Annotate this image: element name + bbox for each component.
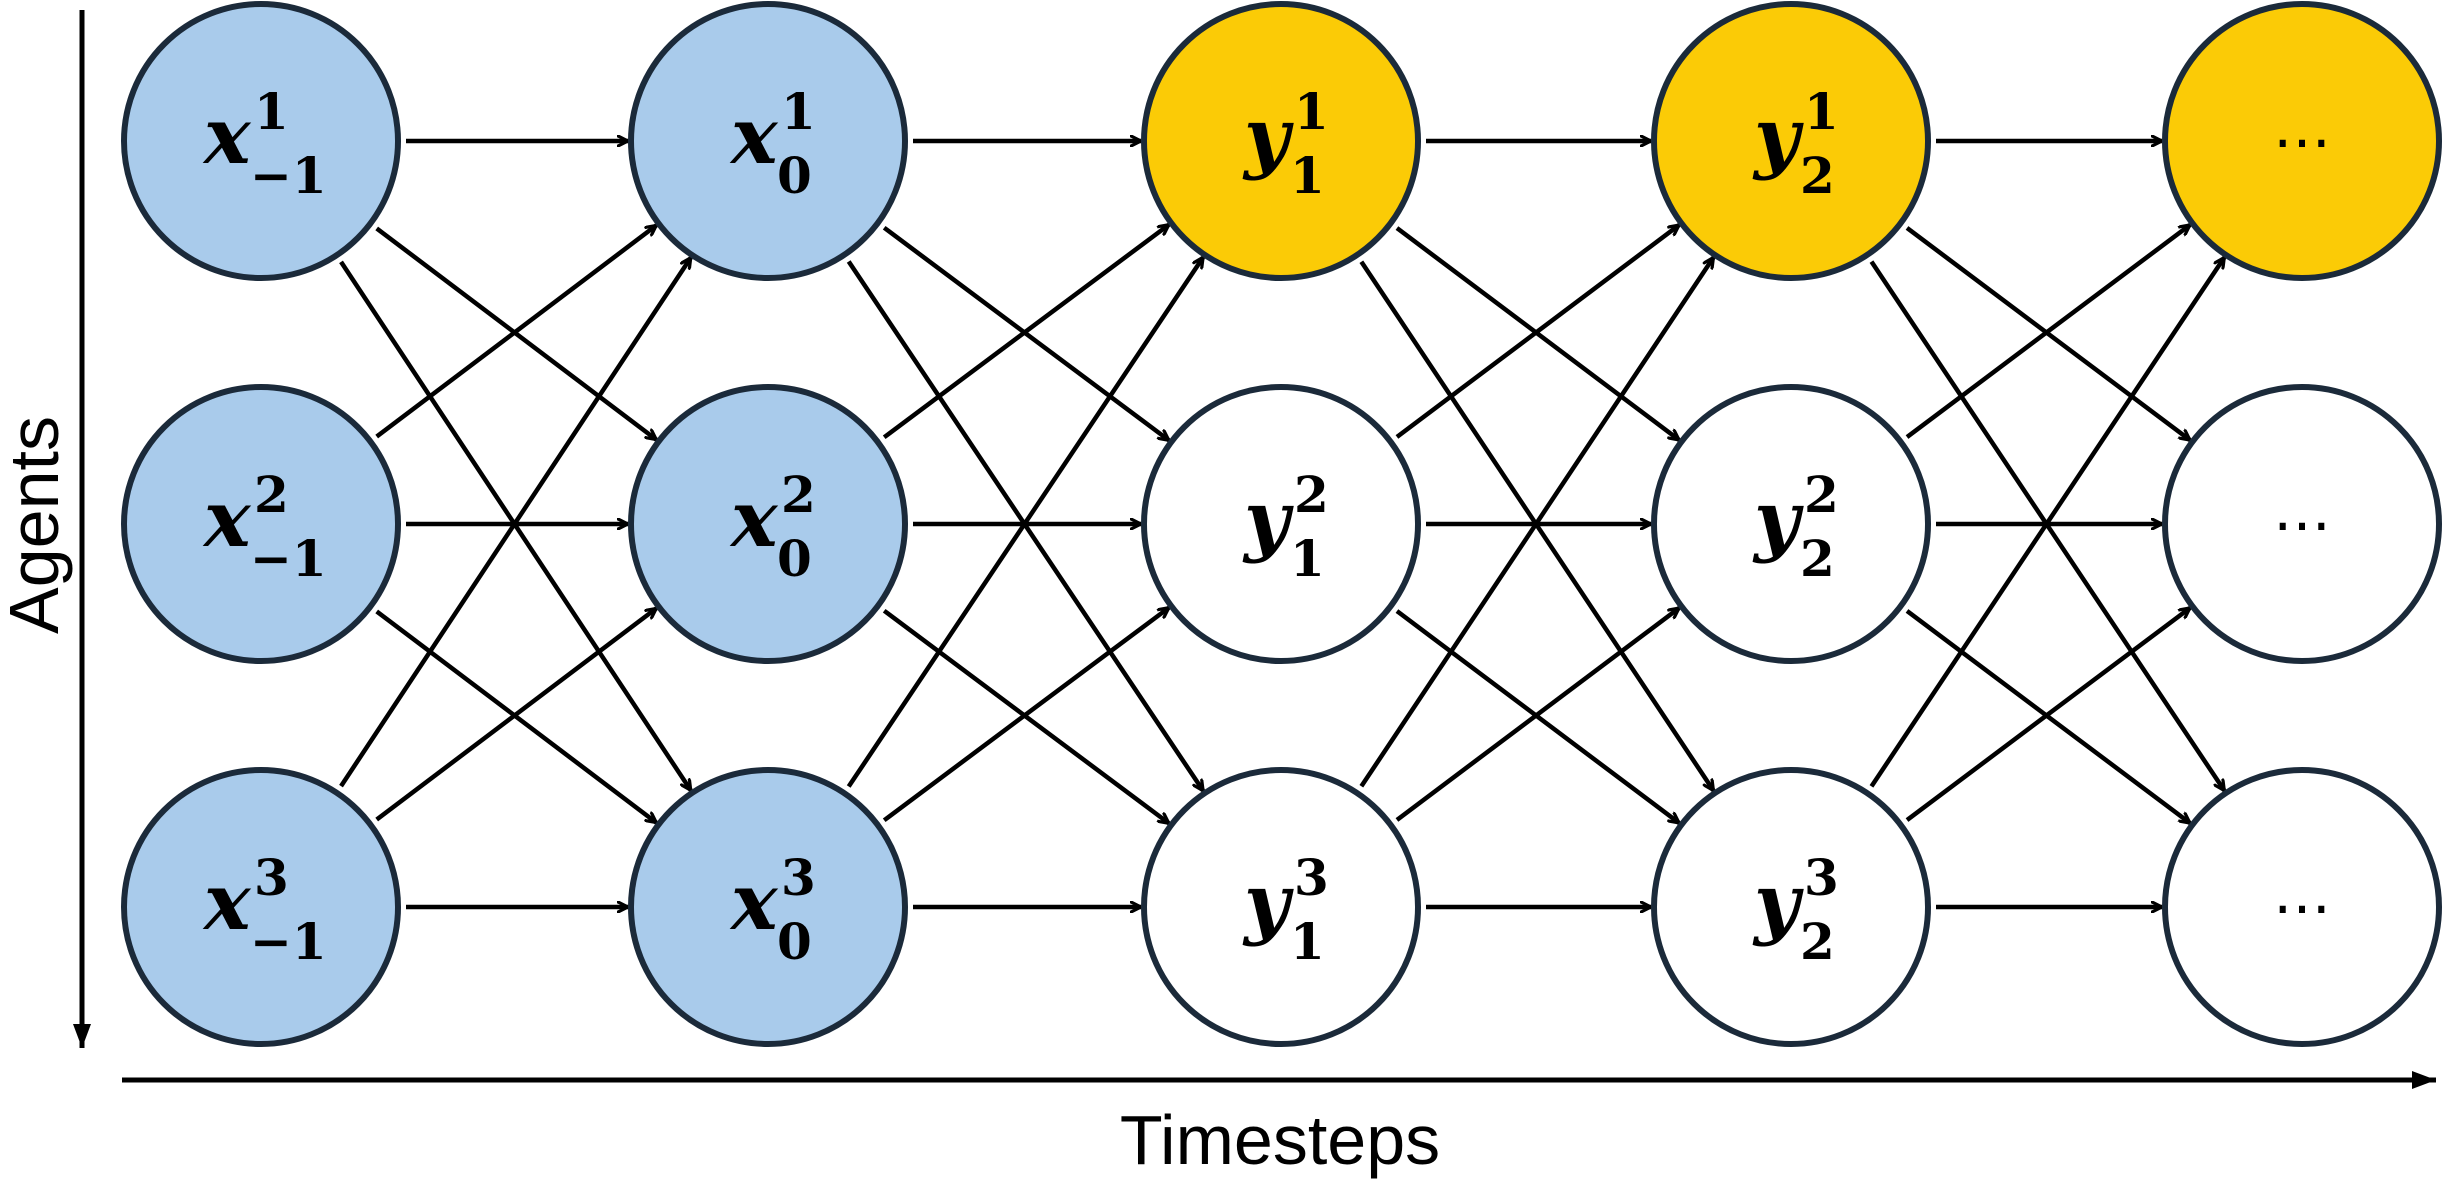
node-variable-letter: x — [729, 474, 779, 565]
node-circle — [1651, 1, 1931, 281]
node-circle — [121, 767, 401, 1047]
node-variable-letter: y — [1752, 857, 1804, 948]
edge-arrow — [882, 225, 1169, 443]
node-circle — [1651, 384, 1931, 664]
edge-arrow — [375, 226, 657, 442]
node-timestep-subscript: 2 — [1800, 146, 1835, 205]
node-variable-letter: y — [1752, 474, 1804, 565]
node-circle — [2162, 1, 2442, 281]
edge-arrow — [1905, 606, 2190, 822]
node-variable-letter: x — [202, 857, 252, 948]
node-timestep-subscript: 0 — [777, 912, 812, 971]
node-circle — [1141, 1, 1421, 281]
node-agent-superscript: 1 — [1804, 82, 1839, 141]
ellipsis-label: … — [2273, 476, 2331, 544]
edge-arrow — [1869, 257, 2227, 788]
node-circle — [1141, 384, 1421, 664]
node-timestep-subscript: −1 — [250, 912, 327, 971]
edge-arrow — [375, 223, 657, 439]
node-circle — [1141, 767, 1421, 1047]
node-agent-superscript: 3 — [254, 848, 289, 907]
edge-arrow — [1905, 223, 2190, 439]
edge-arrow — [1395, 609, 1679, 825]
node-circle — [121, 1, 401, 281]
node-timestep-subscript: 0 — [777, 529, 812, 588]
node-agent-superscript: 1 — [1294, 82, 1329, 141]
node-variable-letter: y — [1242, 857, 1294, 948]
node-timestep-subscript: −1 — [250, 146, 327, 205]
node-agent-superscript: 1 — [781, 82, 816, 141]
node-timestep-subscript: 1 — [1290, 529, 1325, 588]
ellipsis-label: … — [2273, 859, 2331, 927]
node-circle — [2162, 767, 2442, 1047]
edge-arrow — [375, 609, 657, 825]
node-circle — [628, 767, 908, 1047]
edge-arrow — [882, 222, 1169, 440]
node-timestep-subscript: 1 — [1290, 912, 1325, 971]
node-timestep-subscript: 1 — [1290, 146, 1325, 205]
node-timestep-subscript: 0 — [777, 146, 812, 205]
edge-arrow — [1395, 606, 1679, 822]
node-agent-superscript: 3 — [1294, 848, 1329, 907]
node-ellipsis: … — [2162, 1, 2442, 281]
node-variable-letter: y — [1242, 474, 1294, 565]
node-variable-letter: x — [729, 857, 779, 948]
node-ellipsis: … — [2162, 767, 2442, 1047]
node-agent-superscript: 2 — [254, 465, 289, 524]
edge-arrow — [1395, 223, 1679, 439]
edge-arrow — [339, 258, 693, 788]
node-agent-superscript: 1 — [254, 82, 289, 141]
node-variable-letter: y — [1242, 91, 1294, 182]
node-timestep-subscript: −1 — [250, 529, 327, 588]
node-circle — [2162, 384, 2442, 664]
node-agent-superscript: 2 — [1804, 465, 1839, 524]
node-variable-letter: x — [202, 474, 252, 565]
node-circle — [628, 384, 908, 664]
node-circle — [121, 384, 401, 664]
timesteps-axis-label: Timesteps — [1120, 1101, 1440, 1179]
edge-arrow — [882, 605, 1169, 823]
edge-arrow — [1905, 226, 2190, 442]
ellipsis-label: … — [2273, 93, 2331, 161]
edge-arrow — [1905, 609, 2190, 825]
edge-arrow — [1359, 258, 1716, 788]
node-timestep-subscript: 2 — [1800, 912, 1835, 971]
node-agent-superscript: 3 — [1804, 848, 1839, 907]
node-ellipsis: … — [2162, 384, 2442, 664]
node-variable-letter: x — [202, 91, 252, 182]
edge-arrow — [1395, 226, 1679, 442]
node-variable-letter: x — [729, 91, 779, 182]
agents-axis-label: Agents — [0, 416, 73, 634]
edge-arrow — [846, 257, 1205, 788]
node-agent-superscript: 3 — [781, 848, 816, 907]
node-circle — [628, 1, 908, 281]
node-agent-superscript: 2 — [781, 465, 816, 524]
edge-arrow — [375, 606, 657, 822]
node-circle — [1651, 767, 1931, 1047]
node-variable-letter: y — [1752, 91, 1804, 182]
edge-arrow — [882, 608, 1169, 826]
node-timestep-subscript: 2 — [1800, 529, 1835, 588]
edges-layer — [339, 141, 2227, 907]
node-agent-superscript: 2 — [1294, 465, 1329, 524]
